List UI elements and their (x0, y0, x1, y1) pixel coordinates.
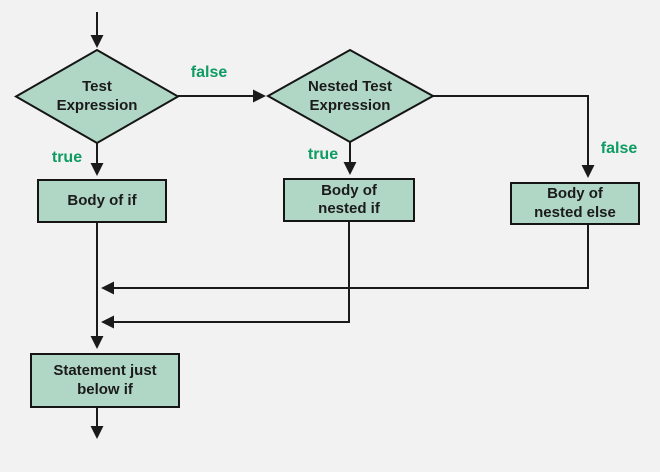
decision-test-expression (13, 48, 181, 145)
process-body-of-if: Body of if (37, 179, 167, 223)
edge-label-true-middle: true (307, 146, 339, 163)
decision-nested-test-expression (265, 48, 436, 144)
arrow-merge-from-nested-if (101, 222, 350, 329)
edge-label-false-top: false (190, 64, 228, 81)
process-body-of-nested-else: Body of nested else (510, 182, 640, 225)
arrow-false-to-body-of-nested-else (433, 95, 595, 178)
process-body-of-nested-if: Body of nested if (283, 178, 415, 222)
arrow-merge-from-nested-else (101, 225, 589, 295)
process-statement-below-if: Statement just below if (30, 353, 180, 408)
edge-label-true-left: true (51, 149, 83, 166)
edge-label-false-right: false (600, 140, 638, 157)
